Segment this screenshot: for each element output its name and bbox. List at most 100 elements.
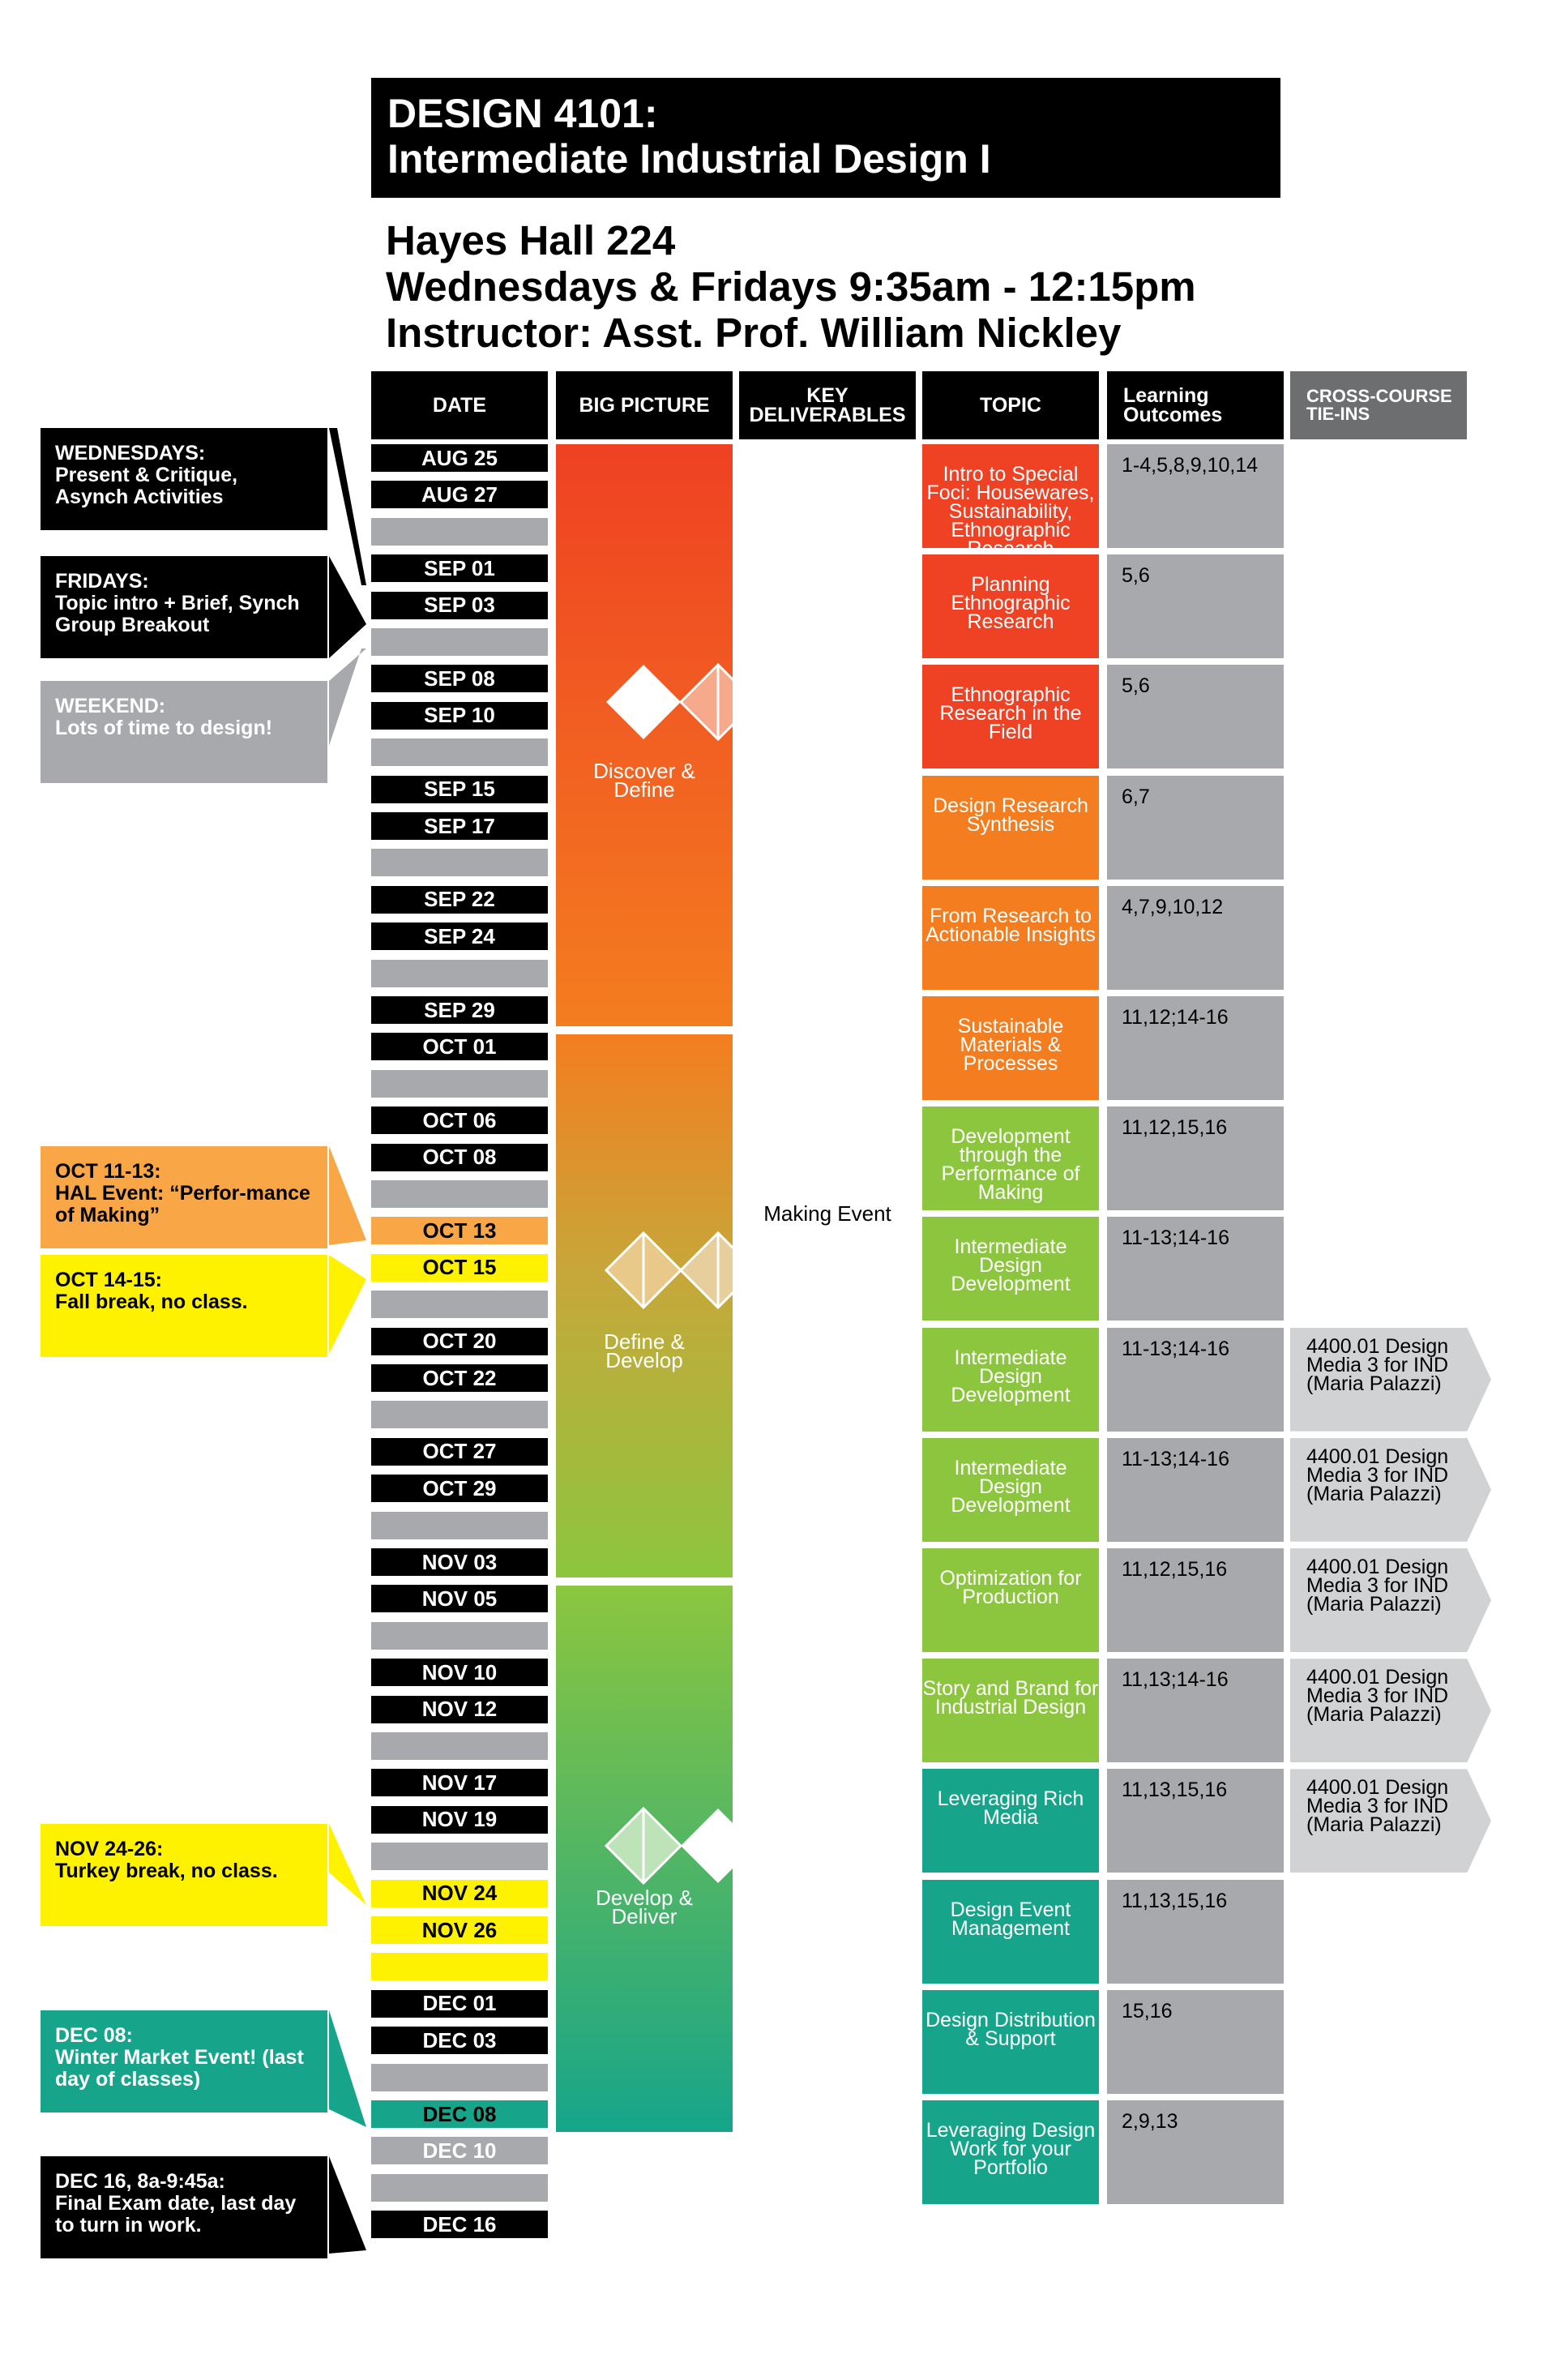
schedule-note: WEDNESDAYS:Present & Critique, Asynch Ac… — [41, 428, 327, 530]
date-cell: SEP 08 — [371, 665, 548, 693]
column-header-cross-course-line2: TIE-INS — [1306, 404, 1370, 424]
date-cell: DEC 03 — [371, 2027, 548, 2055]
big-picture-label-discover-line2: Define — [613, 777, 675, 802]
course-title-box: DESIGN 4101: Intermediate Industrial Des… — [371, 78, 1280, 198]
date-cell: DEC 01 — [371, 1989, 548, 2018]
cross-course-tie-in: 4400.01 Design Media 3 for IND (Maria Pa… — [1290, 1659, 1491, 1763]
course-location: Hayes Hall 224 — [386, 217, 676, 263]
learning-outcomes-cell: 4,7,9,10,12 — [1107, 885, 1284, 990]
date-spacer — [371, 738, 548, 767]
topic-cell: Optimization for Production — [922, 1548, 1099, 1652]
date-cell: SEP 29 — [371, 996, 548, 1024]
big-picture-label-discover-line1: Discover & — [593, 759, 695, 783]
schedule-note-title: WEEKEND: — [55, 695, 166, 717]
schedule-note: DEC 16, 8a-9:45a:Final Exam date, last d… — [41, 2156, 327, 2258]
schedule-note-title: OCT 14-15: — [55, 1269, 162, 1291]
topic-cell: From Research to Actionable Insights — [922, 885, 1099, 990]
date-cell: OCT 06 — [371, 1107, 548, 1135]
date-cell: AUG 27 — [371, 481, 548, 509]
schedule-note-body: Winter Market Event! (last day of classe… — [55, 2046, 304, 2091]
column-header-date: DATE — [371, 371, 548, 439]
schedule-note-title: DEC 08: — [55, 2024, 133, 2047]
cross-course-tie-in: 4400.01 Design Media 3 for IND (Maria Pa… — [1290, 1548, 1491, 1652]
column-header-learning-outcomes-line1: Learning — [1123, 384, 1209, 407]
date-spacer — [371, 1953, 548, 1981]
learning-outcomes-cell: 11,12,15,16 — [1107, 1107, 1284, 1211]
big-picture-label-define-line1: Define & — [604, 1329, 685, 1354]
column-header-key-deliverables-line1: KEY — [806, 384, 849, 407]
column-header-key-deliverables: KEY DELIVERABLES — [739, 371, 916, 439]
topic-cell: Development through the Performance of M… — [922, 1107, 1099, 1211]
pointer-fridays — [329, 556, 366, 658]
date-cell: NOV 24 — [371, 1879, 548, 1907]
date-cell: SEP 24 — [371, 922, 548, 951]
learning-outcomes-cell: 11,12;14-16 — [1107, 996, 1284, 1100]
date-cell: OCT 27 — [371, 1437, 548, 1466]
date-cell: NOV 05 — [371, 1585, 548, 1613]
learning-outcomes-cell: 11,13,15,16 — [1107, 1769, 1284, 1873]
course-schedule: Wednesdays & Fridays 9:35am - 12:15pm — [386, 263, 1196, 310]
note-pointers — [329, 428, 366, 2254]
date-cell: DEC 10 — [371, 2137, 548, 2165]
deliverable-label: Research Presentation — [768, 971, 887, 1014]
schedule-note-body: Fall break, no class. — [55, 1291, 248, 1313]
big-picture-label-define: Define & Develop — [556, 1329, 733, 1371]
big-picture-label-develop-line1: Develop & — [596, 1886, 693, 1910]
deliverable-research-plan: Research Plan — [739, 629, 916, 696]
date-cell: NOV 19 — [371, 1805, 548, 1834]
deliverable-label: Production Run — [754, 1791, 900, 1816]
date-cell: NOV 17 — [371, 1769, 548, 1797]
date-cell: SEP 01 — [371, 554, 548, 583]
schedule-note-body: Final Exam date, last day to turn in wor… — [55, 2192, 297, 2237]
date-cell: SEP 22 — [371, 885, 548, 914]
cross-course-tie-in: 4400.01 Design Media 3 for IND (Maria Pa… — [1290, 1769, 1491, 1873]
schedule-note-title: DEC 16, 8a-9:45a: — [55, 2170, 225, 2193]
date-cell: AUG 25 — [371, 444, 548, 472]
date-cell: DEC 16 — [371, 2211, 548, 2239]
learning-outcomes-cell: 6,7 — [1107, 775, 1284, 880]
date-spacer — [371, 1291, 548, 1319]
schedule-note-body: Present & Critique, Asynch Activities — [55, 464, 238, 508]
date-spacer — [371, 1180, 548, 1208]
date-spacer — [371, 959, 548, 987]
topic-cell: Planning Ethnographic Research — [922, 554, 1099, 659]
schedule-note: OCT 11-13:HAL Event: “Perfor-mance of Ma… — [41, 1146, 327, 1248]
schedule-note: WEEKEND:Lots of time to design! — [41, 681, 327, 783]
learning-outcomes-cell: 11,13,15,16 — [1107, 1879, 1284, 1984]
pointer-nov-24 — [329, 1824, 366, 1905]
date-cell: SEP 15 — [371, 775, 548, 803]
pointer-oct-14 — [329, 1255, 366, 1354]
column-header-big-picture: BIG PICTURE — [556, 371, 733, 439]
column-header-topic-label: TOPIC — [980, 394, 1041, 417]
column-header-date-label: DATE — [432, 394, 487, 417]
deliverable-competition-application: Competition Application — [739, 2176, 916, 2242]
date-cell: NOV 03 — [371, 1548, 548, 1576]
date-spacer — [371, 1843, 548, 1871]
deliverable-research-presentation: Research Presentation — [739, 960, 916, 1026]
pointer-oct-11 — [329, 1146, 366, 1245]
date-spacer — [371, 1621, 548, 1650]
learning-outcomes-cell: 11,12,15,16 — [1107, 1548, 1284, 1652]
big-picture-label-develop: Develop & Deliver — [556, 1886, 733, 1928]
pointer-wednesdays — [329, 428, 366, 585]
schedule-note-body: HAL Event: “Perfor-mance of Making” — [55, 1182, 310, 1226]
schedule-note-title: OCT 11-13: — [55, 1160, 161, 1183]
cross-course-tie-in: 4400.01 Design Media 3 for IND (Maria Pa… — [1290, 1327, 1491, 1432]
learning-outcomes-cell: 15,16 — [1107, 1989, 1284, 2094]
date-spacer — [371, 849, 548, 877]
date-spacer — [371, 1732, 548, 1760]
topic-cell: Ethnographic Research in the Field — [922, 665, 1099, 769]
learning-outcomes-cell: 11,13;14-16 — [1107, 1659, 1284, 1763]
date-cell: NOV 12 — [371, 1695, 548, 1723]
deliverable-label: Research Plan — [758, 649, 897, 674]
deliverable-production-run: Production Run — [739, 1770, 916, 1837]
big-picture-label-discover: Discover & Define — [556, 759, 733, 802]
learning-outcomes-cell: 5,6 — [1107, 554, 1284, 659]
learning-outcomes-cell: 2,9,13 — [1107, 2100, 1284, 2204]
deliverable-making-event: Making Event — [739, 1180, 916, 1247]
deliverable-label: Competition Application — [771, 2187, 884, 2230]
big-picture-label-develop-line2: Deliver — [611, 1904, 678, 1928]
deliverable-label: Winter Market Event — [762, 2077, 893, 2120]
column-header-cross-course: CROSS-COURSE TIE-INS — [1290, 371, 1467, 439]
topic-cell: Intermediate Design Development — [922, 1327, 1099, 1432]
